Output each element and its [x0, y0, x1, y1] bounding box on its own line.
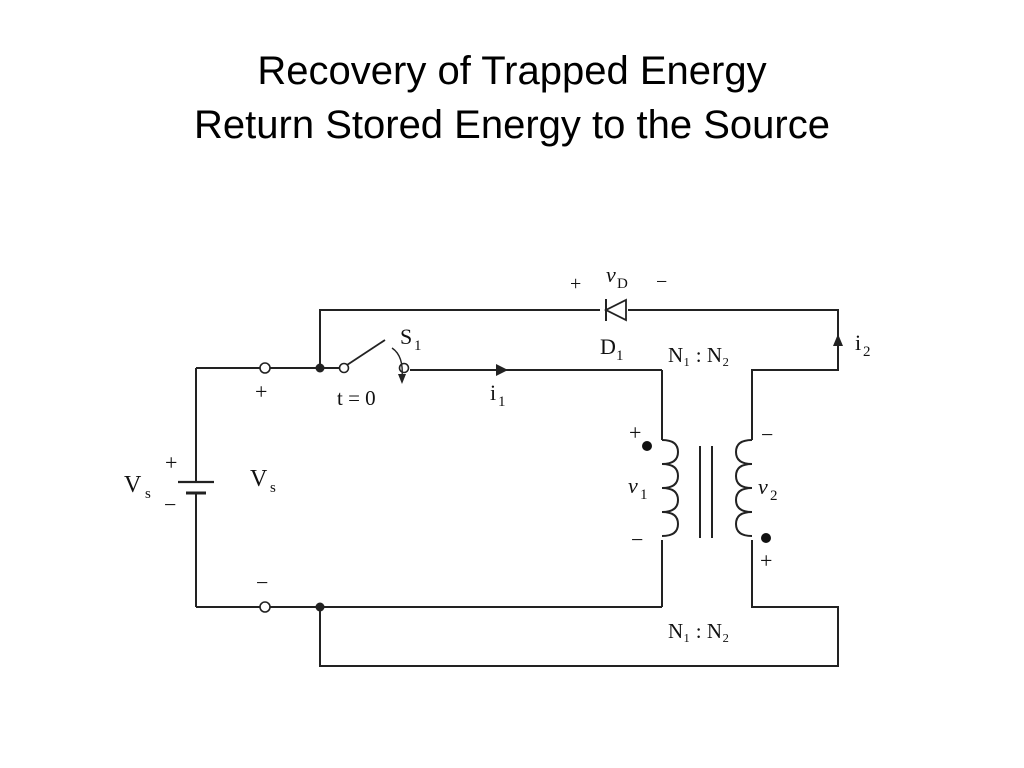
title-line-2: Return Stored Energy to the Source: [194, 103, 830, 147]
source-plus: +: [165, 450, 177, 475]
secondary-polarity-dot: [761, 533, 771, 543]
secondary-plus: +: [760, 548, 772, 573]
svg-text:D: D: [617, 276, 628, 292]
svg-text:2: 2: [863, 344, 871, 360]
switch-time: t = 0: [337, 386, 376, 410]
turns-ratio-top: N₁ : N₂: [668, 343, 729, 367]
junction-top: [315, 363, 325, 373]
terminal-voltage-label: V: [250, 466, 268, 492]
current-arrow-i2: [833, 334, 843, 346]
current-i1-label: i: [490, 380, 496, 405]
diode-label: D: [600, 334, 616, 359]
secondary-minus: −: [761, 422, 773, 447]
diode-loop-wire: [319, 309, 600, 368]
primary-polarity-dot: [642, 441, 652, 451]
secondary-voltage-label: v: [758, 474, 768, 499]
turns-ratio-bottom: N₁ : N₂: [668, 619, 729, 643]
current-arrow-i1: [496, 364, 508, 376]
diode-minus: −: [656, 271, 667, 293]
diode-plus: +: [570, 273, 581, 295]
primary-voltage-label: v: [628, 473, 638, 498]
svg-text:1: 1: [498, 394, 506, 410]
current-i2-label: i: [855, 330, 861, 355]
wires: [195, 309, 839, 667]
junction-bottom: [315, 602, 325, 612]
secondary-coil: [734, 439, 753, 537]
terminal-plus: +: [255, 379, 267, 404]
secondary-return-wire: [319, 540, 839, 667]
svg-text:1: 1: [414, 338, 422, 354]
primary-minus: −: [631, 527, 643, 552]
svg-text:s: s: [145, 486, 151, 502]
source-label: V: [124, 472, 142, 498]
switch-s1: [338, 339, 410, 384]
battery-symbol: [178, 480, 214, 495]
svg-text:s: s: [270, 480, 276, 496]
svg-text:2: 2: [770, 488, 778, 504]
terminal-minus: −: [256, 570, 268, 595]
primary-coil: [661, 439, 680, 537]
terminal-top: [259, 362, 271, 374]
switch-label: S: [400, 324, 412, 349]
svg-text:1: 1: [640, 487, 648, 503]
diode-voltage-label: v: [606, 262, 616, 287]
terminal-bottom: [259, 601, 271, 613]
svg-text:1: 1: [616, 348, 624, 364]
source-minus: −: [164, 492, 176, 517]
primary-plus: +: [629, 420, 641, 445]
slide-title: Recovery of Trapped Energy Return Stored…: [0, 44, 1024, 152]
title-line-1: Recovery of Trapped Energy: [257, 49, 767, 93]
diode-d1: [603, 298, 627, 322]
